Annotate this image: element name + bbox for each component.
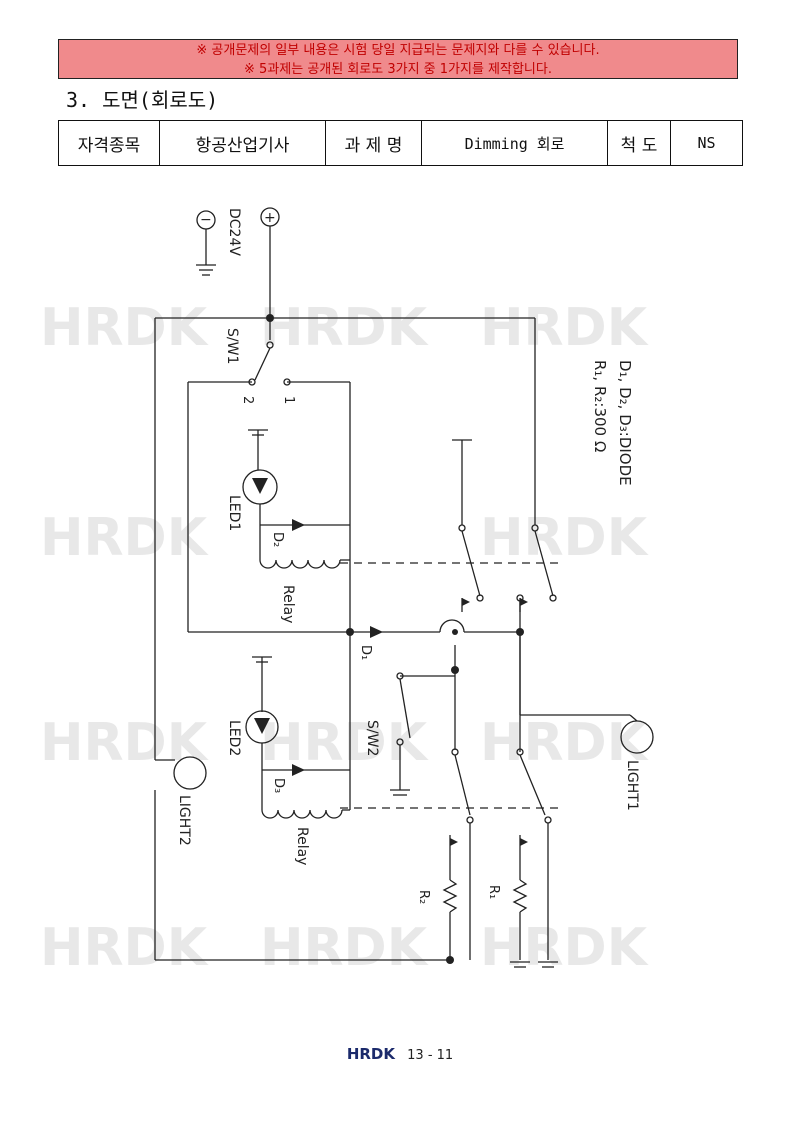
d2-label: D₂: [270, 532, 285, 547]
watermark-text: HRDK: [260, 918, 429, 978]
scale-label: 척 도: [607, 120, 671, 166]
minus-symbol: −: [200, 212, 212, 228]
light1-label: LIGHT1: [624, 760, 640, 811]
spec-line-1: D₁, D₂, D₃:DIODE: [616, 360, 634, 486]
watermark-text: HRDK: [260, 298, 429, 358]
light2-lamp: [173, 756, 207, 790]
footer-logo: HRDK: [346, 1045, 395, 1063]
d3-diode-icon: [292, 764, 305, 776]
sw2-label: S/W2: [364, 720, 380, 756]
sw1-label: S/W1: [224, 328, 240, 364]
watermark-text: HRDK: [40, 713, 209, 773]
relay1-label: Relay: [280, 585, 296, 623]
watermark-text: HRDK: [40, 298, 209, 358]
led2-label: LED2: [226, 720, 242, 756]
light2-label: LIGHT2: [176, 795, 192, 846]
relay2-label: Relay: [294, 827, 310, 865]
watermark-text: HRDK: [480, 508, 649, 568]
subject-label: 자격종목: [58, 120, 160, 166]
exam-notice-box: ※ 공개문제의 일부 내용은 시험 당일 지급되는 문제지와 다를 수 있습니다…: [58, 39, 738, 79]
watermark-text: HRDK: [480, 713, 649, 773]
d1-label: D₁: [358, 645, 373, 660]
plus-symbol: +: [264, 210, 276, 226]
exam-info-table: 자격종목 항공산업기사 과 제 명 Dimming 회로 척 도 NS: [58, 120, 743, 166]
spec-line-2: R₁, R₂:300 Ω: [591, 360, 609, 452]
power-label: DC24V: [226, 208, 242, 256]
sw1-pos2: 2: [240, 396, 255, 404]
task-value: Dimming 회로: [421, 120, 608, 166]
page-footer: HRDK 13 - 11: [0, 1045, 800, 1063]
section-title: 3. 도면(회로도): [66, 88, 219, 112]
subject-value: 항공산업기사: [159, 120, 326, 166]
scale-value: NS: [670, 120, 743, 166]
notice-line-2: ※ 5과제는 공개된 회로도 3가지 중 1가지를 제작합니다.: [244, 62, 552, 77]
d3-label: D₃: [271, 778, 286, 793]
circuit-diagram: HRDK HRDK HRDK HRDK HRDK HRDK HRDK HRDK …: [40, 207, 654, 978]
watermark-text: HRDK: [40, 918, 209, 978]
task-label: 과 제 명: [325, 120, 422, 166]
watermark-text: HRDK: [480, 298, 649, 358]
d2-diode-icon: [292, 519, 305, 531]
watermark-group: HRDK HRDK HRDK HRDK HRDK HRDK HRDK HRDK …: [40, 298, 649, 978]
watermark-text: HRDK: [480, 918, 649, 978]
watermark-text: HRDK: [40, 508, 209, 568]
led1-label: LED1: [226, 495, 242, 531]
sw1-pos1: 1: [281, 396, 296, 404]
r1-label: R₁: [486, 885, 501, 899]
page-number: 13 - 11: [407, 1048, 454, 1063]
led1-diode-icon: [252, 478, 268, 494]
r2-label: R₂: [416, 890, 431, 904]
led2-diode-icon: [254, 718, 270, 734]
d1-diode-icon: [370, 626, 383, 638]
notice-line-1: ※ 공개문제의 일부 내용은 시험 당일 지급되는 문제지와 다를 수 있습니다…: [196, 43, 600, 58]
